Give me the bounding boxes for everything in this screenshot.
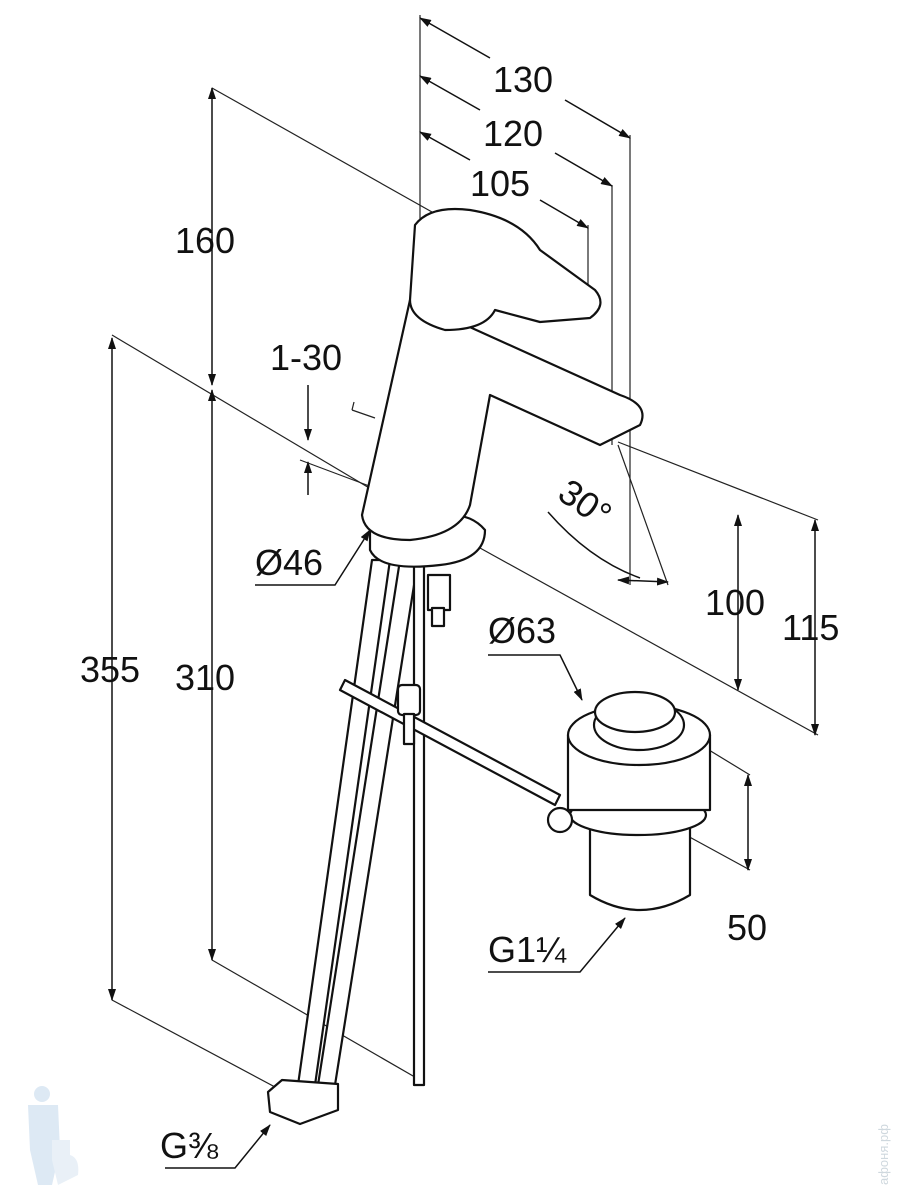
dimension-lines: [108, 17, 819, 1169]
faucet-body: [351, 207, 644, 568]
dim-160: 160: [175, 220, 235, 261]
dim-355: 355: [80, 649, 140, 690]
thread-g3-8: G⅜: [160, 1125, 219, 1166]
dim-50: 50: [727, 907, 767, 948]
dim-130: 130: [493, 59, 553, 100]
dim-diameter-46: Ø46: [255, 542, 323, 583]
dim-105: 105: [470, 163, 530, 204]
supply-hoses: [266, 558, 426, 1126]
drain-valve: [546, 690, 712, 911]
dim-115: 115: [782, 607, 839, 648]
dim-120: 120: [483, 113, 543, 154]
plumber-watermark-logo: [28, 1086, 79, 1185]
dim-diameter-63: Ø63: [488, 610, 556, 651]
dim-100: 100: [705, 582, 765, 623]
dimension-labels: 130 120 105 160 1-30 30° Ø46 Ø63 100 115…: [80, 59, 839, 1166]
popup-rod: [338, 573, 562, 807]
dim-1-30: 1-30: [270, 337, 342, 378]
watermark-site-text: афоня.рф: [876, 1124, 891, 1185]
thread-g1-1-4: G1¼: [488, 929, 567, 970]
dim-310: 310: [175, 657, 235, 698]
